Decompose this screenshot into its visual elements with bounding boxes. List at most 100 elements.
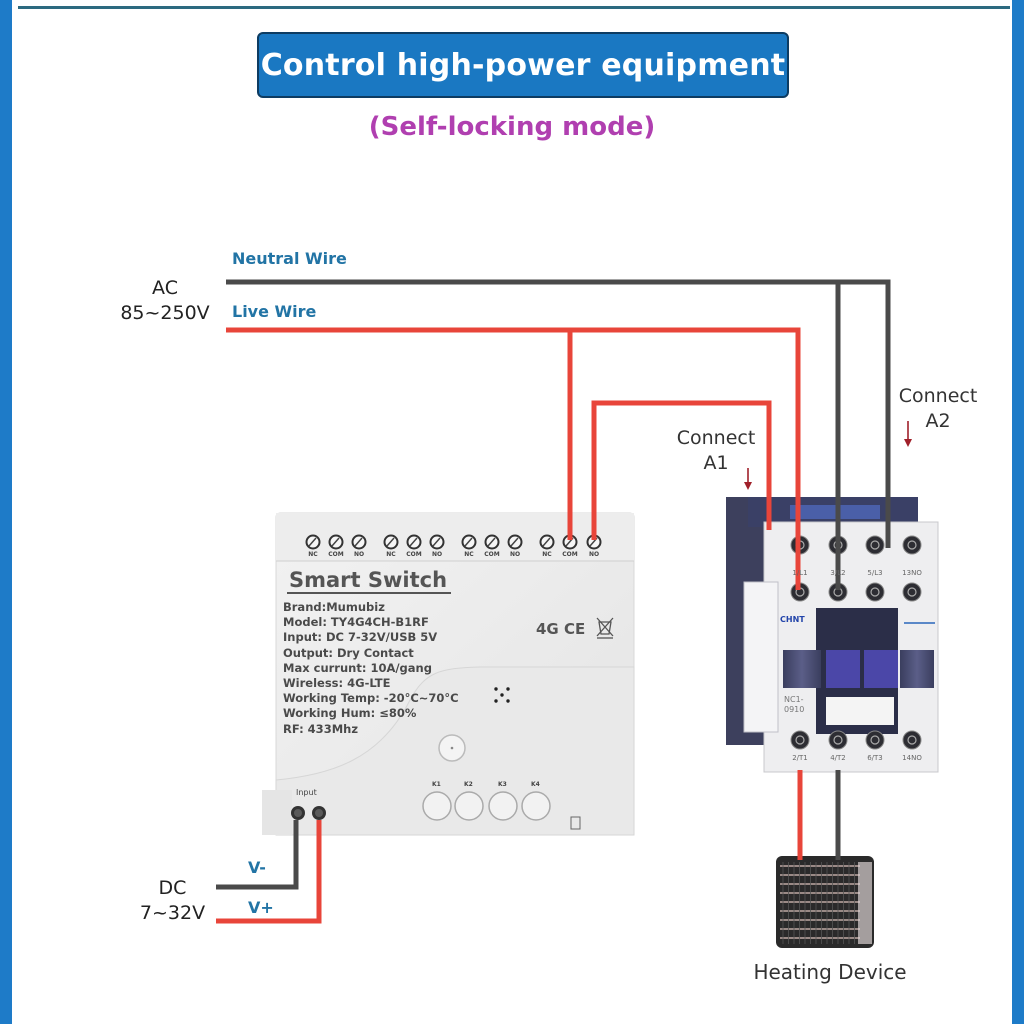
relay-button-k4[interactable] [521, 791, 551, 821]
contactor-side-label [743, 581, 779, 733]
spec-line: RF: 433Mhz [283, 721, 359, 736]
contactor-window-3 [864, 650, 898, 688]
spec-line: Brand:Mumubiz [283, 600, 385, 614]
weee-bin-icon [596, 617, 614, 639]
contactor-bottom-screw [828, 730, 848, 750]
relay-terminal-label: NO [509, 551, 521, 558]
title-banner: Control high-power equipment [257, 32, 789, 98]
ac-supply-label: AC 85~250V [100, 276, 230, 326]
screw-slot [464, 537, 473, 547]
contactor-device [726, 497, 939, 773]
spec-line: Max currunt: 10A/gang [283, 660, 432, 675]
speaker-dots-icon [494, 687, 510, 703]
heating-device-image [776, 856, 874, 948]
relay-button-label: K2 [464, 781, 473, 788]
relay-button-label: K3 [498, 781, 507, 788]
connect-a1-label: Connect A1 [668, 426, 764, 476]
contactor-window-2 [826, 650, 860, 688]
relay-terminal-label: NC [464, 551, 474, 558]
contactor-window-1 [783, 650, 821, 688]
sim-card-icon [570, 816, 581, 830]
neutral-wire-a2 [226, 279, 891, 548]
connect-a2-arrow [904, 421, 912, 447]
contactor-top-label [790, 505, 880, 519]
contactor-top-screw-rear-head [907, 540, 917, 550]
screw-slot [510, 537, 519, 547]
contactor-top-screw [902, 582, 922, 602]
contactor-top-terminal-label: 3/L2 [830, 569, 846, 577]
connect-a1-line1: Connect [676, 427, 756, 449]
input-terminal-positive-screw [315, 809, 323, 817]
screw-slot [542, 537, 551, 547]
contactor-slider [826, 697, 894, 725]
certification-marks: 4G CE [536, 620, 586, 638]
input-label: Input [296, 788, 317, 797]
relay-terminal-label: NO [431, 551, 443, 558]
contactor-top-terminal-label: 1/L1 [792, 569, 808, 577]
v-minus-label: V- [248, 858, 266, 877]
ac-label-line1: AC [152, 277, 178, 299]
input-terminal-negative-screw [294, 809, 302, 817]
relay-terminal-label: NO [588, 551, 600, 558]
dc-positive-wire [216, 820, 322, 924]
smart-switch-title: Smart Switch [287, 568, 452, 594]
contactor-bottom-screw-head [795, 735, 805, 745]
contactor-bottom-screw [790, 730, 810, 750]
contactor-top-screw-rear [865, 535, 885, 555]
frame-right-border [1012, 0, 1024, 1024]
heating-device-label: Heating Device [753, 960, 907, 984]
relay-button-k3[interactable] [488, 791, 518, 821]
connect-a1-line2: A1 [703, 452, 729, 474]
relay-no-to-a1-wire [591, 400, 772, 540]
contactor-bottom-screw-head [833, 735, 843, 745]
frame-top-line [18, 6, 1010, 9]
connect-a1-arrow [744, 468, 752, 490]
pairing-button-dot [450, 746, 454, 750]
screw-slot [409, 537, 418, 547]
relay-terminal-label: NO [353, 551, 365, 558]
contactor-top-screw [865, 582, 885, 602]
relay-terminal-label: NC [542, 551, 552, 558]
input-block [262, 790, 292, 835]
contactor-bottom-screw [902, 730, 922, 750]
connect-a2-line2: A2 [925, 410, 951, 432]
dc-voltage-label: 7~32V [139, 902, 206, 924]
screw-slot [432, 537, 441, 547]
frame-left-border [0, 0, 12, 1024]
contactor-bottom-screw [865, 730, 885, 750]
contactor-brand: CHNT [780, 615, 805, 624]
relay-terminal-label: COM [328, 551, 344, 558]
contactor-bottom-terminal-label: 14NO [902, 754, 922, 762]
contactor-window-4 [900, 650, 934, 688]
connect-a2-line1: Connect [898, 385, 978, 407]
contactor-bottom-screw-head [870, 735, 880, 745]
wires [216, 279, 891, 924]
page-title: Control high-power equipment [260, 47, 786, 83]
contactor-top-screw-head [907, 587, 917, 597]
relay-terminal-label: COM [406, 551, 422, 558]
relay-button-k2[interactable] [454, 791, 484, 821]
contactor-model: NC1- 0910 [784, 695, 804, 715]
spec-line: Output: Dry Contact [283, 645, 414, 660]
v-plus-label: V+ [248, 898, 274, 917]
relay-button-label: K1 [432, 781, 441, 788]
neutral-wire-label: Neutral Wire [232, 249, 347, 268]
contactor-bottom-terminal-label: 6/T3 [867, 754, 883, 762]
ac-voltage-label: 85~250V [120, 302, 210, 324]
heater-side [858, 862, 872, 944]
contactor-top-terminal-label: 13NO [902, 569, 922, 577]
relay-button-k1[interactable] [422, 791, 452, 821]
live-wire-l1 [226, 327, 801, 590]
spec-line: Working Temp: -20°C~70°C [283, 691, 459, 706]
contactor-bottom-terminal-label: 4/T2 [830, 754, 846, 762]
spec-line: Model: TY4G4CH-B1RF [283, 615, 429, 630]
contactor-top-screw-rear-head [870, 540, 880, 550]
relay-terminal-label: NC [308, 551, 318, 558]
screw-slot [308, 537, 317, 547]
spec-line: Working Hum: ≤80% [283, 706, 417, 721]
screw-slot [386, 537, 395, 547]
connect-a2-label: Connect A2 [890, 384, 986, 434]
contactor-bottom-terminal-label: 2/T1 [792, 754, 808, 762]
